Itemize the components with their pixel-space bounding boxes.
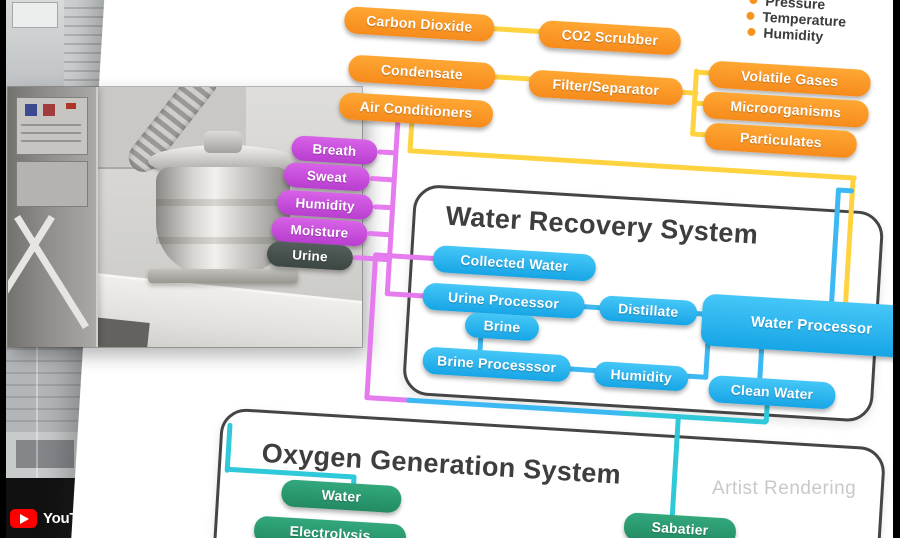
collage-highlight (36, 340, 38, 478)
node-breath: Breath (290, 135, 379, 166)
bullet-icon (746, 11, 755, 21)
bullet-icon (749, 0, 758, 5)
play-triangle-icon (20, 513, 29, 524)
node-air-conditioners: Air Conditioners (338, 91, 494, 129)
wire-segment (367, 230, 393, 238)
wire-segment (364, 252, 379, 401)
drum-base (148, 269, 298, 283)
artist-rendering-note: Artist Rendering (712, 478, 857, 499)
node-brine: Brine (464, 312, 540, 342)
youtube-play-icon[interactable] (10, 509, 37, 528)
gauge (43, 104, 55, 116)
node-particulates: Particulates (704, 122, 858, 159)
rack-module (16, 97, 88, 155)
node-urine: Urine (266, 240, 354, 272)
gauge (25, 104, 37, 116)
letterbox-right (893, 0, 900, 538)
node-condensate: Condensate (347, 54, 497, 91)
wrs-title: Water Recovery System (444, 200, 759, 250)
red-label (66, 103, 76, 109)
inset-photo (8, 87, 362, 347)
wire-segment (369, 175, 396, 183)
node-humidity-crew: Humidity (276, 189, 374, 221)
drum-band (156, 199, 290, 206)
rack-module (16, 161, 88, 207)
letterbox-left (0, 0, 6, 538)
wire-segment (372, 204, 395, 211)
wire-segment (491, 74, 534, 82)
vent-slots (21, 124, 81, 148)
drum-cap (204, 131, 242, 153)
wire-segment (377, 149, 398, 156)
collage-box (12, 2, 58, 28)
collage-box (16, 440, 74, 468)
drum-band (156, 237, 290, 244)
node-volatile-gases: Volatile Gases (707, 60, 872, 98)
equipment-rack (8, 87, 98, 347)
youtube-watermark[interactable]: YouTube (10, 509, 103, 528)
node-sweat: Sweat (283, 161, 371, 192)
wire-segment (837, 187, 855, 194)
node-filter-separator: Filter/Separator (528, 69, 684, 106)
bullet-icon (747, 27, 756, 37)
youtube-label: YouTube (43, 510, 103, 527)
